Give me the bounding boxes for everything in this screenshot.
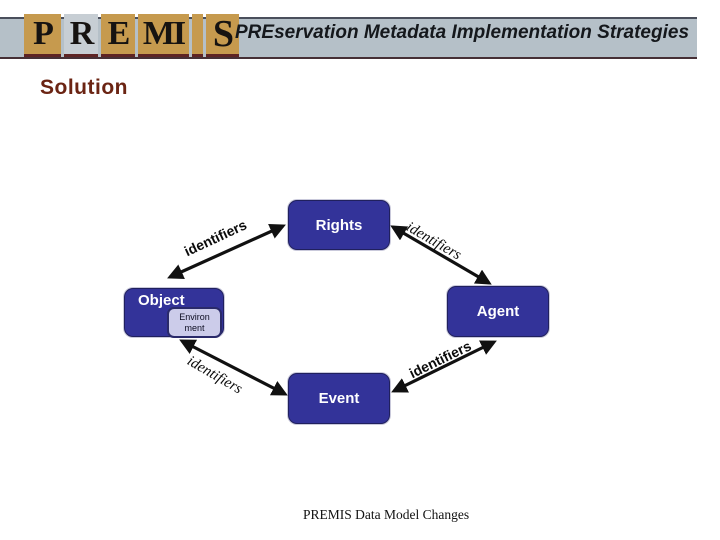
node-agent: Agent [447,286,549,337]
edge-label-object-rights: identifiers [181,216,250,260]
edge-label-object-event: identifiers [184,353,245,398]
edge-label-rights-agent: identifiers [403,219,464,264]
node-event: Event [288,373,390,424]
logo-tile-mi: MI [138,14,189,57]
logo-tile-e: E [101,14,135,57]
logo-tile-r: R [64,14,98,57]
logo-tile-p: P [24,14,61,57]
slide-caption: PREMIS Data Model Changes [303,507,470,522]
environment-label-line2: ment [184,322,205,333]
node-environment: Environ ment [167,307,222,338]
logo-tile-s: S [206,13,239,57]
node-rights: Rights [288,200,390,250]
banner-title: PREservation Metadata Implementation Str… [235,22,690,43]
slide-title: Solution [40,76,128,99]
environment-label-line1: Environ [179,311,210,322]
logo-tile-blank [192,14,203,57]
edge-label-event-agent: identifiers [406,337,474,382]
